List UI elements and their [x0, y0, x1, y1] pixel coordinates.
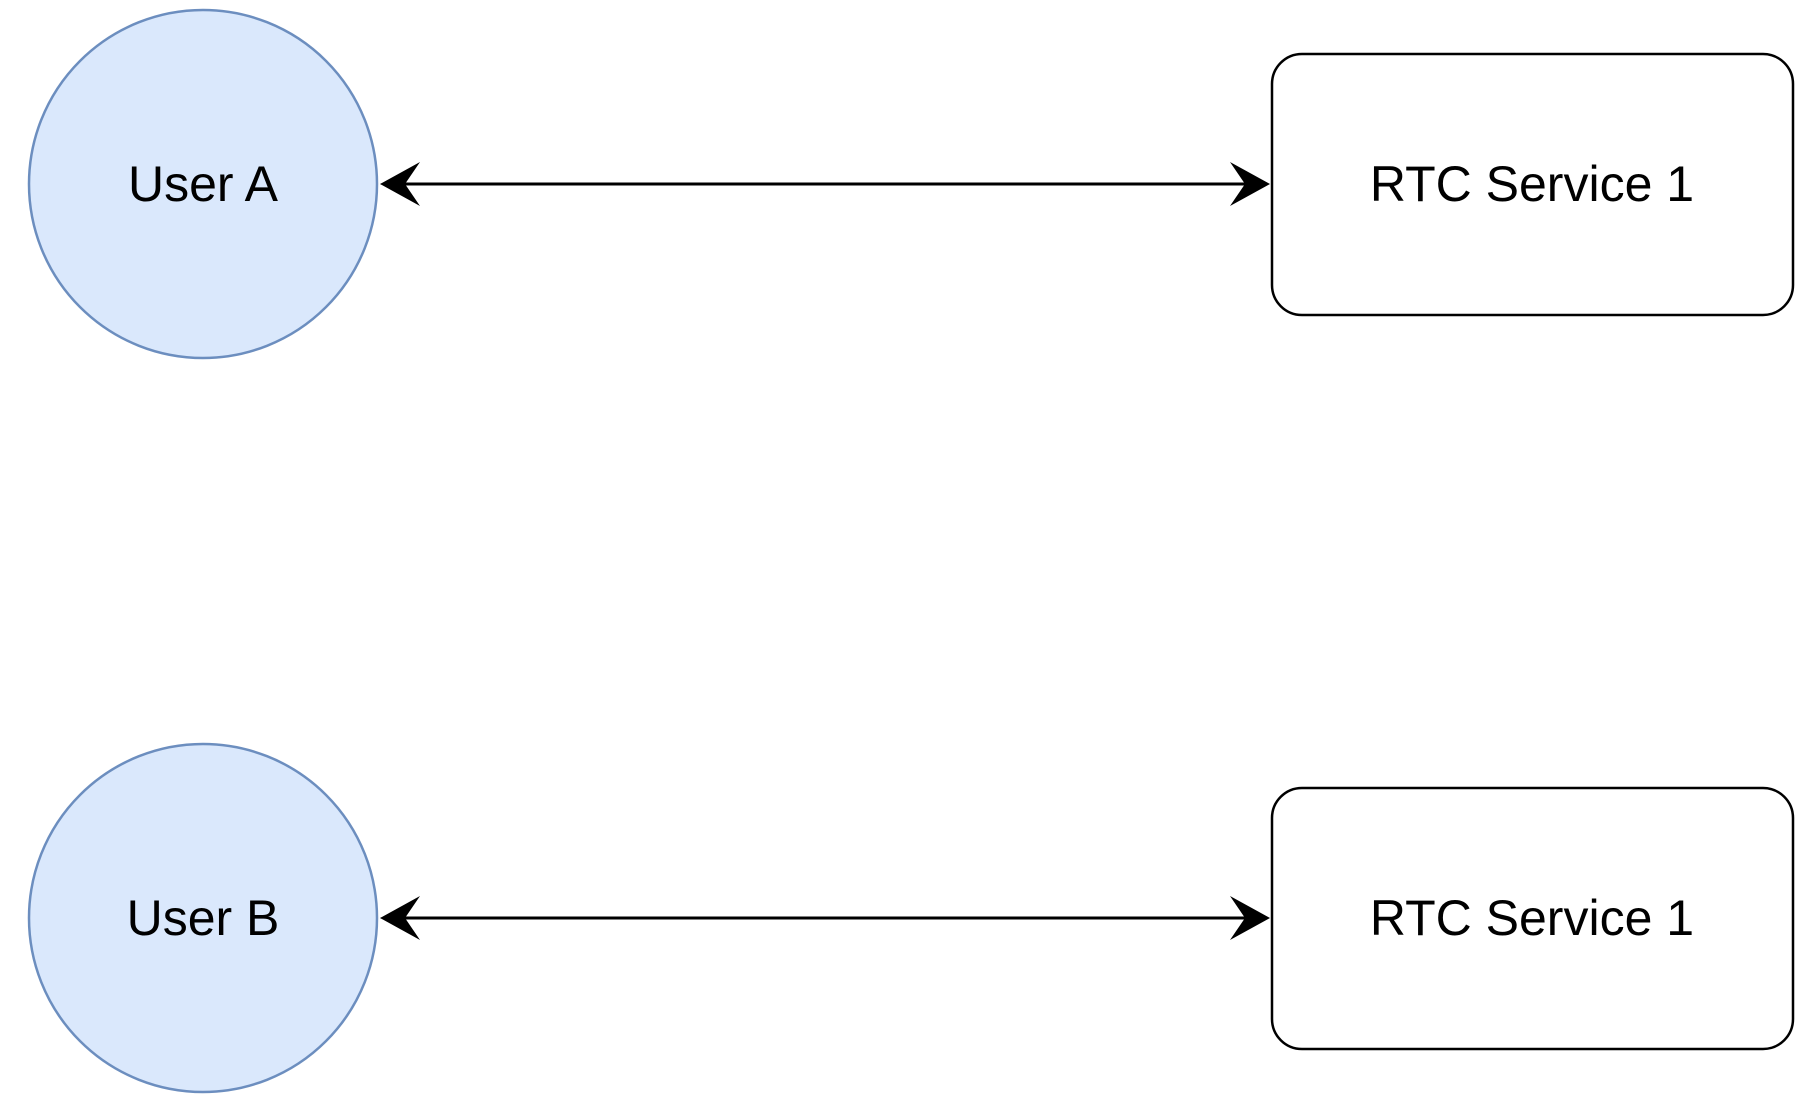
arrowhead-left-icon	[380, 896, 420, 940]
node-rtc-service-top[interactable]: RTC Service 1	[1270, 52, 1795, 317]
node-rtc-service-bottom[interactable]: RTC Service 1	[1270, 786, 1795, 1051]
rtc-service-bottom-box	[1270, 786, 1795, 1051]
rtc-service-bottom-label: RTC Service 1	[1370, 890, 1694, 946]
rtc-service-top-label: RTC Service 1	[1370, 156, 1694, 212]
arrowhead-right-icon	[1230, 162, 1270, 206]
node-user-b[interactable]: User B	[27, 742, 379, 1094]
rtc-service-top-box	[1270, 52, 1795, 317]
edge-user-a-to-service	[380, 162, 1270, 206]
node-user-a[interactable]: User A	[27, 8, 379, 360]
user-a-label: User A	[128, 156, 279, 212]
user-b-label: User B	[127, 890, 280, 946]
user-a-circle	[27, 8, 379, 360]
arrowhead-right-icon	[1230, 896, 1270, 940]
edge-user-b-to-service	[380, 896, 1270, 940]
user-b-circle	[27, 742, 379, 1094]
arrowhead-left-icon	[380, 162, 420, 206]
